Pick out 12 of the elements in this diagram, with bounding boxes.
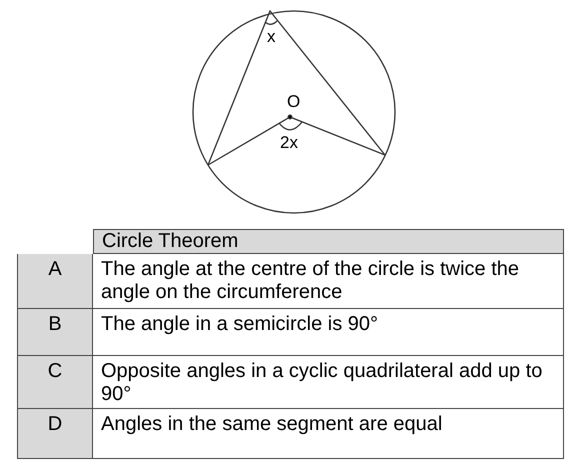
- table-row-label: A: [17, 254, 93, 309]
- table-cell: The angle in a semicircle is 90°: [93, 309, 564, 356]
- angle-label: 2x: [280, 134, 298, 151]
- table-row-label: C: [17, 356, 93, 409]
- angle-label: x: [267, 28, 276, 45]
- table-row-label: B: [17, 309, 93, 356]
- angle-label: O: [287, 93, 300, 110]
- table-cell: Opposite angles in a cyclic quadrilateral add up to 90°: [93, 356, 564, 409]
- table-row-label: D: [17, 409, 93, 459]
- table-cell: The angle at the centre of the circle is twice the angle on the circumference: [93, 254, 564, 309]
- table-cell: Angles in the same segment are equal: [93, 409, 564, 459]
- table-header-cell: Circle Theorem: [93, 229, 564, 254]
